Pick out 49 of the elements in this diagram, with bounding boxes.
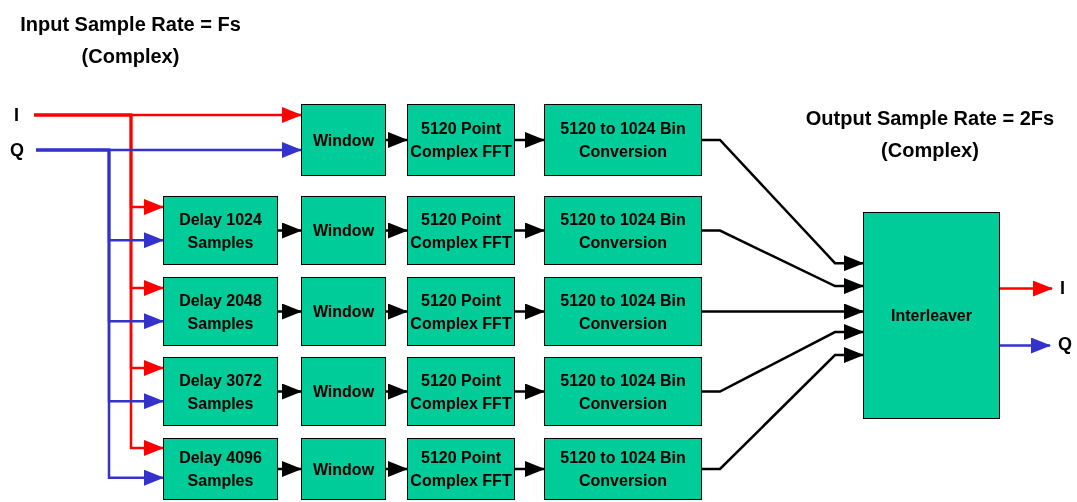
- process-box: Delay 3072 Samples: [163, 357, 278, 426]
- process-box: Window: [301, 104, 386, 176]
- process-box: Window: [301, 196, 386, 265]
- arrow: [702, 347, 864, 471]
- signal-label: I: [1060, 277, 1074, 299]
- arrow: [36, 148, 164, 486]
- process-box: 5120 Point Complex FFT: [407, 196, 515, 265]
- process-box: 5120 to 1024 Bin Conversion: [544, 357, 702, 426]
- heading-text: Input Sample Rate = Fs (Complex): [19, 12, 242, 69]
- process-box: Window: [301, 277, 386, 346]
- process-box: Window: [301, 357, 386, 426]
- process-box: Window: [301, 438, 386, 500]
- arrow: [278, 303, 302, 320]
- process-box: 5120 to 1024 Bin Conversion: [544, 438, 702, 500]
- arrow: [515, 303, 545, 320]
- arrow: [278, 222, 302, 239]
- arrow: [386, 132, 408, 148]
- arrow: [386, 222, 408, 239]
- arrow: [515, 222, 545, 239]
- arrow: [34, 113, 164, 456]
- arrow: [702, 324, 864, 393]
- process-box: Interleaver: [863, 212, 1000, 419]
- process-box: 5120 Point Complex FFT: [407, 104, 515, 176]
- arrow: [1000, 337, 1051, 354]
- arrow: [702, 138, 864, 272]
- signal-label: Q: [1058, 333, 1077, 355]
- process-box: 5120 to 1024 Bin Conversion: [544, 104, 702, 176]
- arrow: [515, 132, 545, 148]
- arrow: [386, 383, 408, 400]
- arrow: [515, 383, 545, 400]
- signal-label: I: [14, 104, 28, 126]
- arrow: [386, 303, 408, 320]
- process-box: 5120 Point Complex FFT: [407, 357, 515, 426]
- process-box: Delay 4096 Samples: [163, 438, 278, 500]
- arrow: [386, 461, 408, 477]
- arrow: [702, 303, 864, 320]
- heading-text: Output Sample Rate = 2Fs (Complex): [804, 106, 1056, 163]
- arrow: [278, 383, 302, 400]
- arrow: [702, 229, 864, 295]
- signal-label: Q: [10, 139, 30, 161]
- process-box: 5120 to 1024 Bin Conversion: [544, 277, 702, 346]
- process-box: Delay 2048 Samples: [163, 277, 278, 346]
- process-box: 5120 to 1024 Bin Conversion: [544, 196, 702, 265]
- process-box: Delay 1024 Samples: [163, 196, 278, 265]
- process-box: 5120 Point Complex FFT: [407, 438, 515, 500]
- arrow: [1000, 280, 1053, 297]
- process-box: 5120 Point Complex FFT: [407, 277, 515, 346]
- arrow: [515, 461, 545, 477]
- arrow: [278, 461, 302, 477]
